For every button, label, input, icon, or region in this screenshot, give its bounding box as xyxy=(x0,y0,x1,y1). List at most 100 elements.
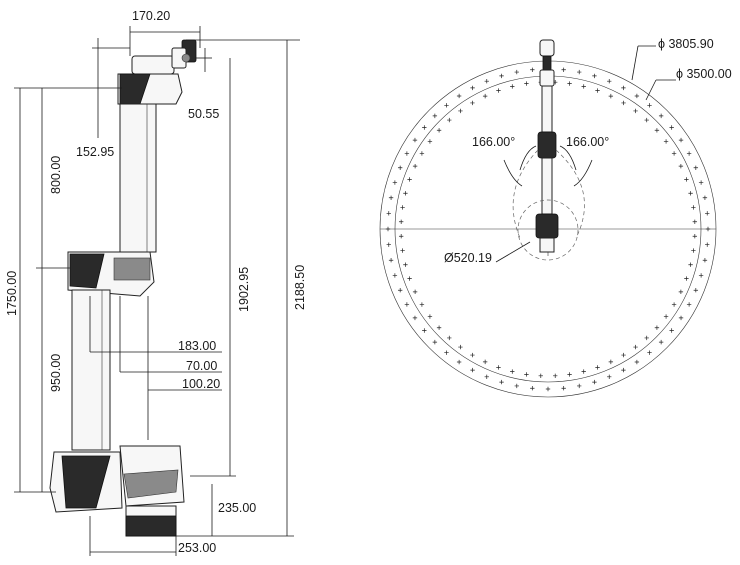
plus-mark xyxy=(671,151,677,156)
plus-mark xyxy=(388,195,394,200)
plus-mark xyxy=(577,69,582,75)
plus-mark xyxy=(669,125,674,130)
plus-mark xyxy=(456,93,462,99)
plus-mark xyxy=(553,373,558,379)
plus-mark xyxy=(567,372,572,377)
plus-mark xyxy=(702,258,708,263)
plus-mark xyxy=(419,302,425,307)
plus-mark xyxy=(484,374,489,380)
plus-mark xyxy=(530,67,535,72)
plus-mark xyxy=(621,100,626,106)
plus-mark xyxy=(647,350,652,355)
plus-mark xyxy=(688,262,693,267)
plus-mark xyxy=(400,248,405,253)
plus-mark xyxy=(510,84,515,89)
plus-mark xyxy=(592,379,597,385)
dim-base-diameter: Ø520.19 xyxy=(444,251,492,265)
plus-mark xyxy=(678,289,684,295)
plus-mark xyxy=(686,151,692,156)
plus-mark xyxy=(607,78,612,84)
plus-mark xyxy=(561,67,566,72)
plus-mark xyxy=(567,81,572,86)
plus-mark xyxy=(705,242,710,247)
dim-rotation-left: 166.00° xyxy=(472,135,515,149)
plus-mark xyxy=(686,302,692,307)
plus-mark xyxy=(633,108,638,114)
robot-top-body xyxy=(512,39,585,261)
plus-mark xyxy=(634,359,640,365)
plus-mark xyxy=(499,379,504,385)
dim-offset-183: 183.00 xyxy=(178,339,216,353)
dim-offset-100: 100.20 xyxy=(182,377,220,391)
plus-mark xyxy=(595,88,600,93)
plus-mark xyxy=(412,289,418,295)
plus-mark xyxy=(386,242,391,247)
plus-mark xyxy=(581,84,586,89)
plus-mark xyxy=(386,211,391,216)
plus-mark xyxy=(658,113,664,119)
plus-mark xyxy=(634,93,640,99)
plus-mark xyxy=(592,73,597,79)
plus-mark xyxy=(400,205,405,210)
plus-mark xyxy=(654,128,660,133)
plus-mark xyxy=(530,386,535,391)
dim-inner-diameter: ϕ 3500.00 xyxy=(676,67,732,81)
plus-mark xyxy=(705,211,710,216)
plus-mark xyxy=(456,359,462,365)
plus-mark xyxy=(398,234,404,239)
plus-mark xyxy=(458,108,463,114)
plus-mark xyxy=(510,369,515,374)
plus-mark xyxy=(404,151,410,156)
plus-mark xyxy=(496,365,501,370)
plus-mark xyxy=(422,125,427,130)
workspace-plus-marks xyxy=(385,66,711,392)
robot-side-body xyxy=(49,39,197,537)
dim-flange-offset: 152.95 xyxy=(76,145,114,159)
plus-mark xyxy=(678,315,684,321)
dim-rotation-right: 166.00° xyxy=(566,135,609,149)
plus-mark xyxy=(663,314,669,319)
plus-mark xyxy=(419,151,425,156)
plus-mark xyxy=(484,78,489,84)
plus-mark xyxy=(385,226,391,232)
plus-mark xyxy=(514,383,519,389)
plus-mark xyxy=(397,288,403,293)
dim-base-height: 235.00 xyxy=(218,501,256,515)
plus-mark xyxy=(663,139,669,144)
plus-mark xyxy=(698,273,704,278)
plus-mark xyxy=(702,195,708,200)
plus-mark xyxy=(692,219,698,224)
plus-mark xyxy=(444,103,449,108)
plus-mark xyxy=(621,352,626,358)
plus-mark xyxy=(607,374,612,380)
plus-mark xyxy=(447,335,452,341)
dim-upper-arm: 800.00 xyxy=(49,156,63,194)
plus-mark xyxy=(608,93,614,99)
dim-top-width: 170.20 xyxy=(132,9,170,23)
plus-mark xyxy=(671,302,677,307)
plus-mark xyxy=(692,234,698,239)
plus-mark xyxy=(436,128,442,133)
plus-mark xyxy=(678,137,684,143)
plus-mark xyxy=(644,117,649,123)
dim-outer-diameter: ϕ 3805.90 xyxy=(658,37,714,51)
plus-mark xyxy=(482,93,488,99)
plus-mark xyxy=(458,344,463,350)
plus-mark xyxy=(447,117,452,123)
plus-mark xyxy=(412,163,418,169)
plus-mark xyxy=(669,328,674,333)
dim-flange-height: 50.55 xyxy=(188,107,219,121)
plus-mark xyxy=(577,383,582,389)
plus-mark xyxy=(403,191,408,196)
plus-mark xyxy=(397,165,403,170)
plus-mark xyxy=(693,288,699,293)
dim-total-reach: 1750.00 xyxy=(5,271,19,316)
plus-mark xyxy=(412,137,418,143)
plus-mark xyxy=(392,273,398,278)
plus-mark xyxy=(647,103,652,108)
plus-mark xyxy=(470,352,475,358)
plus-mark xyxy=(561,386,566,391)
plus-mark xyxy=(404,302,410,307)
plus-mark xyxy=(644,335,649,341)
